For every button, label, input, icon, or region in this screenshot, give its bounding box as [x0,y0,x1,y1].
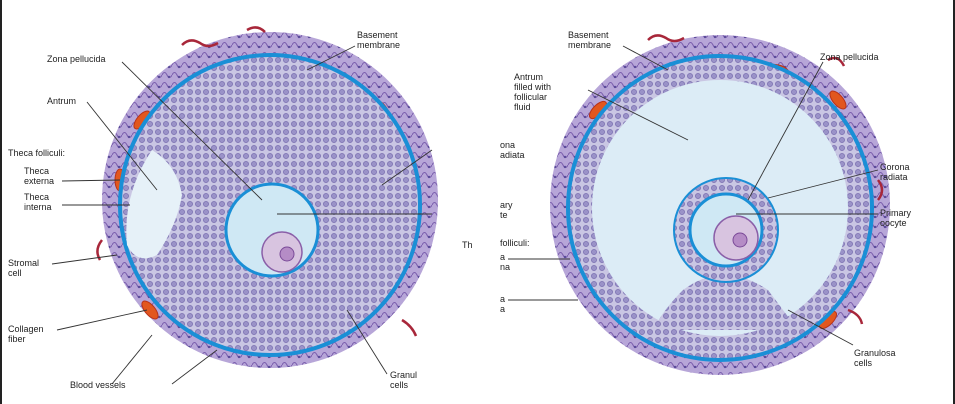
label-antrum: Antrum filled with follicular fluid [514,72,551,112]
label-cut-theca-externa: a na [500,252,510,272]
label-stromal-cell: Stromal cell [8,258,39,278]
label-theca-folliculi: Theca folliculi: [8,148,65,158]
label-cut-corona: ona adiata [500,140,525,160]
label-basement-membrane: Basement membrane [357,30,400,50]
label-antrum: Antrum [47,96,76,106]
label-cut-oocyte: ary te [500,200,513,220]
label-corona-radiata: Corona radiata [880,162,910,182]
label-blood-vessels: Blood vessels [70,380,126,390]
label-primary-oocyte: Primary oocyte [880,208,911,228]
label-granulosa-cells: Granulosa cells [854,348,896,368]
label-cut-theca-interna: a a [500,294,505,314]
label-collagen-fiber: Collagen fiber [8,324,44,344]
label-theca-interna: Theca interna [24,192,52,212]
oocyte-nucleus [733,233,747,247]
label-zona-pellucida: Zona pellucida [820,52,879,62]
label-basement-membrane: Basement membrane [568,30,611,50]
label-granulosa-cells-cut: Granul cells [390,370,417,390]
label-zona-pellucida: Zona pellucida [47,54,106,64]
left-panel-secondary-follicle: Basement membrane Zona pellucida Antrum … [0,0,478,404]
right-follicle-illustration [478,0,955,404]
label-theca-externa: Theca externa [24,166,54,186]
label-theca-cut: Th [462,240,473,250]
oocyte-nucleus [280,247,294,261]
right-panel-mature-follicle: Basement membrane Antrum filled with fol… [478,0,955,404]
label-cut-theca: folliculi: [500,238,530,248]
